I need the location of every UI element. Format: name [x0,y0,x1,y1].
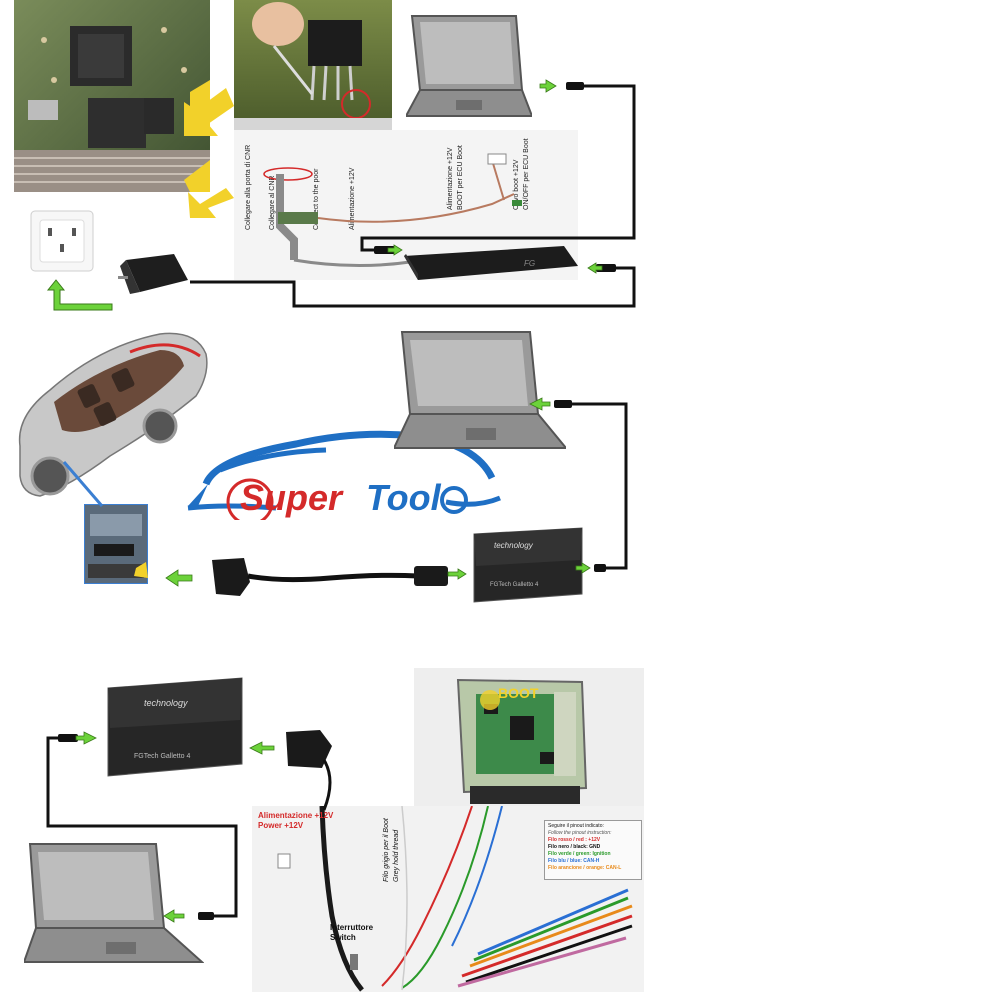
car-icon [18,332,208,497]
logo-text-tool: Tool [366,477,442,518]
obd-connector-icon [286,730,332,768]
device-model-label: FGTech Galletto 4 [490,582,539,588]
svg-text:FG: FG [524,259,535,268]
device-model-label: FGTech Galletto 4 [134,753,191,760]
obd-connector-icon [212,558,448,596]
section-boot-connection: technology FGTech Galletto 4 BOOT [0,660,1000,1000]
boot-cables [46,731,332,923]
pinout-line-red: Filo rosso / red : +12V [548,837,601,843]
switch-label-en: Switch [330,933,356,942]
right-label-2: BOOT per ECU Boot [457,145,464,210]
grey-wire-label-en: Grey hold thread [393,829,400,882]
pinout-title-en: Follow the pinout instruction: [548,830,612,836]
ribbon-label-4: Alimentazione +12V [349,167,356,230]
right-label-4: ON/OFF per ECU Boot [523,138,530,210]
pinout-line-green: Filo verde / green: Ignition [548,851,611,857]
power-outlet-icon [30,210,94,272]
boot-label: BOOT [498,685,539,701]
pinout-line-black: Filo nero / black: GND [548,844,601,850]
switch-label-it: Interruttore [330,923,374,932]
right-label-1: Alimentazione +12V [447,147,454,210]
chip-probe-photo [234,0,392,130]
logo-text-super: Super [240,477,344,518]
ribbon-label-2: Collegare al CNR [269,176,276,230]
obd-cables [165,397,628,587]
pinout-legend: Seguire il pinout indicato: Follow the p… [544,820,642,880]
grey-wire-label-it: Filo grigio per il Boot [383,817,390,882]
pinout-title-it: Seguire il pinout indicato: [548,823,604,829]
yellow-arrow-icon [184,88,234,218]
ribbon-label-3: Connect to the poor [313,168,320,230]
interface-device-icon: FG [404,246,578,280]
laptop-icon [406,15,532,117]
obd-port-photo [84,504,148,584]
power-adapter-icon [118,254,188,294]
device-brand-label: technology [494,541,534,550]
green-arrow-icon [46,279,113,311]
laptop-icon [24,843,204,963]
section-bench-connection: Collegare alla porta di CNR Collegare al… [0,0,1000,320]
callout-line [62,461,104,507]
pinout-line-blue: Filo blu / blue: CAN-H [548,858,600,864]
device-brand-label: technology [144,698,188,708]
interface-device-icon: technology FGTech Galletto 4 [107,677,243,777]
ecu-icon: BOOT [414,668,644,808]
pinout-line-orange: Filo arancione / orange: CAN-L [548,865,622,871]
right-label-3: Cavo boot +12V [513,159,520,210]
power-label-en: Power +12V [258,821,304,830]
bench-cables [190,79,636,308]
pcb-board-photo [14,0,210,192]
interface-device-icon: technology FGTech Galletto 4 [473,527,583,603]
ribbon-label-1: Collegare alla porta di CNR [245,145,252,230]
laptop-icon [394,331,566,449]
section-obd-connection: Super Tool technology FGTech Galletto 4 [0,320,1000,620]
power-label-it: Alimentazione +12V [258,811,334,820]
